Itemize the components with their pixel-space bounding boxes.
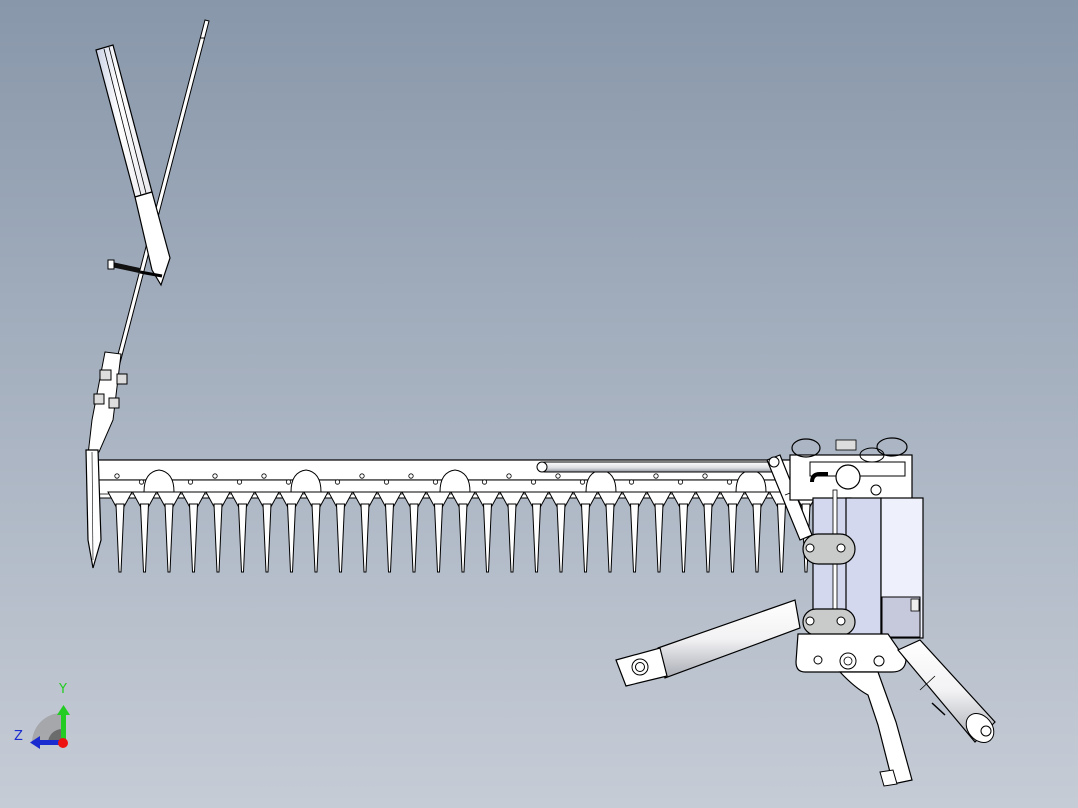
divider-bracket (87, 351, 128, 456)
triad-y-label: Y (59, 682, 67, 697)
knife-clips (143, 469, 767, 493)
clamp-plate-upper (802, 533, 856, 565)
clamp-plate-lower (802, 608, 856, 636)
skid-leg (838, 671, 913, 787)
lift-arm-left[interactable] (615, 599, 801, 687)
reference-triad: Y Z (10, 682, 80, 755)
end-shoe (85, 449, 102, 569)
mount-plate (795, 633, 907, 673)
triad-axes-icon (30, 705, 70, 749)
gearbox-top (789, 437, 913, 501)
bolt (107, 259, 163, 278)
push-rod[interactable] (536, 461, 781, 473)
guards (114, 473, 811, 573)
lift-arm-right[interactable] (897, 639, 999, 748)
triad-z-label: Z (14, 729, 23, 744)
divider-tube[interactable] (95, 44, 171, 287)
